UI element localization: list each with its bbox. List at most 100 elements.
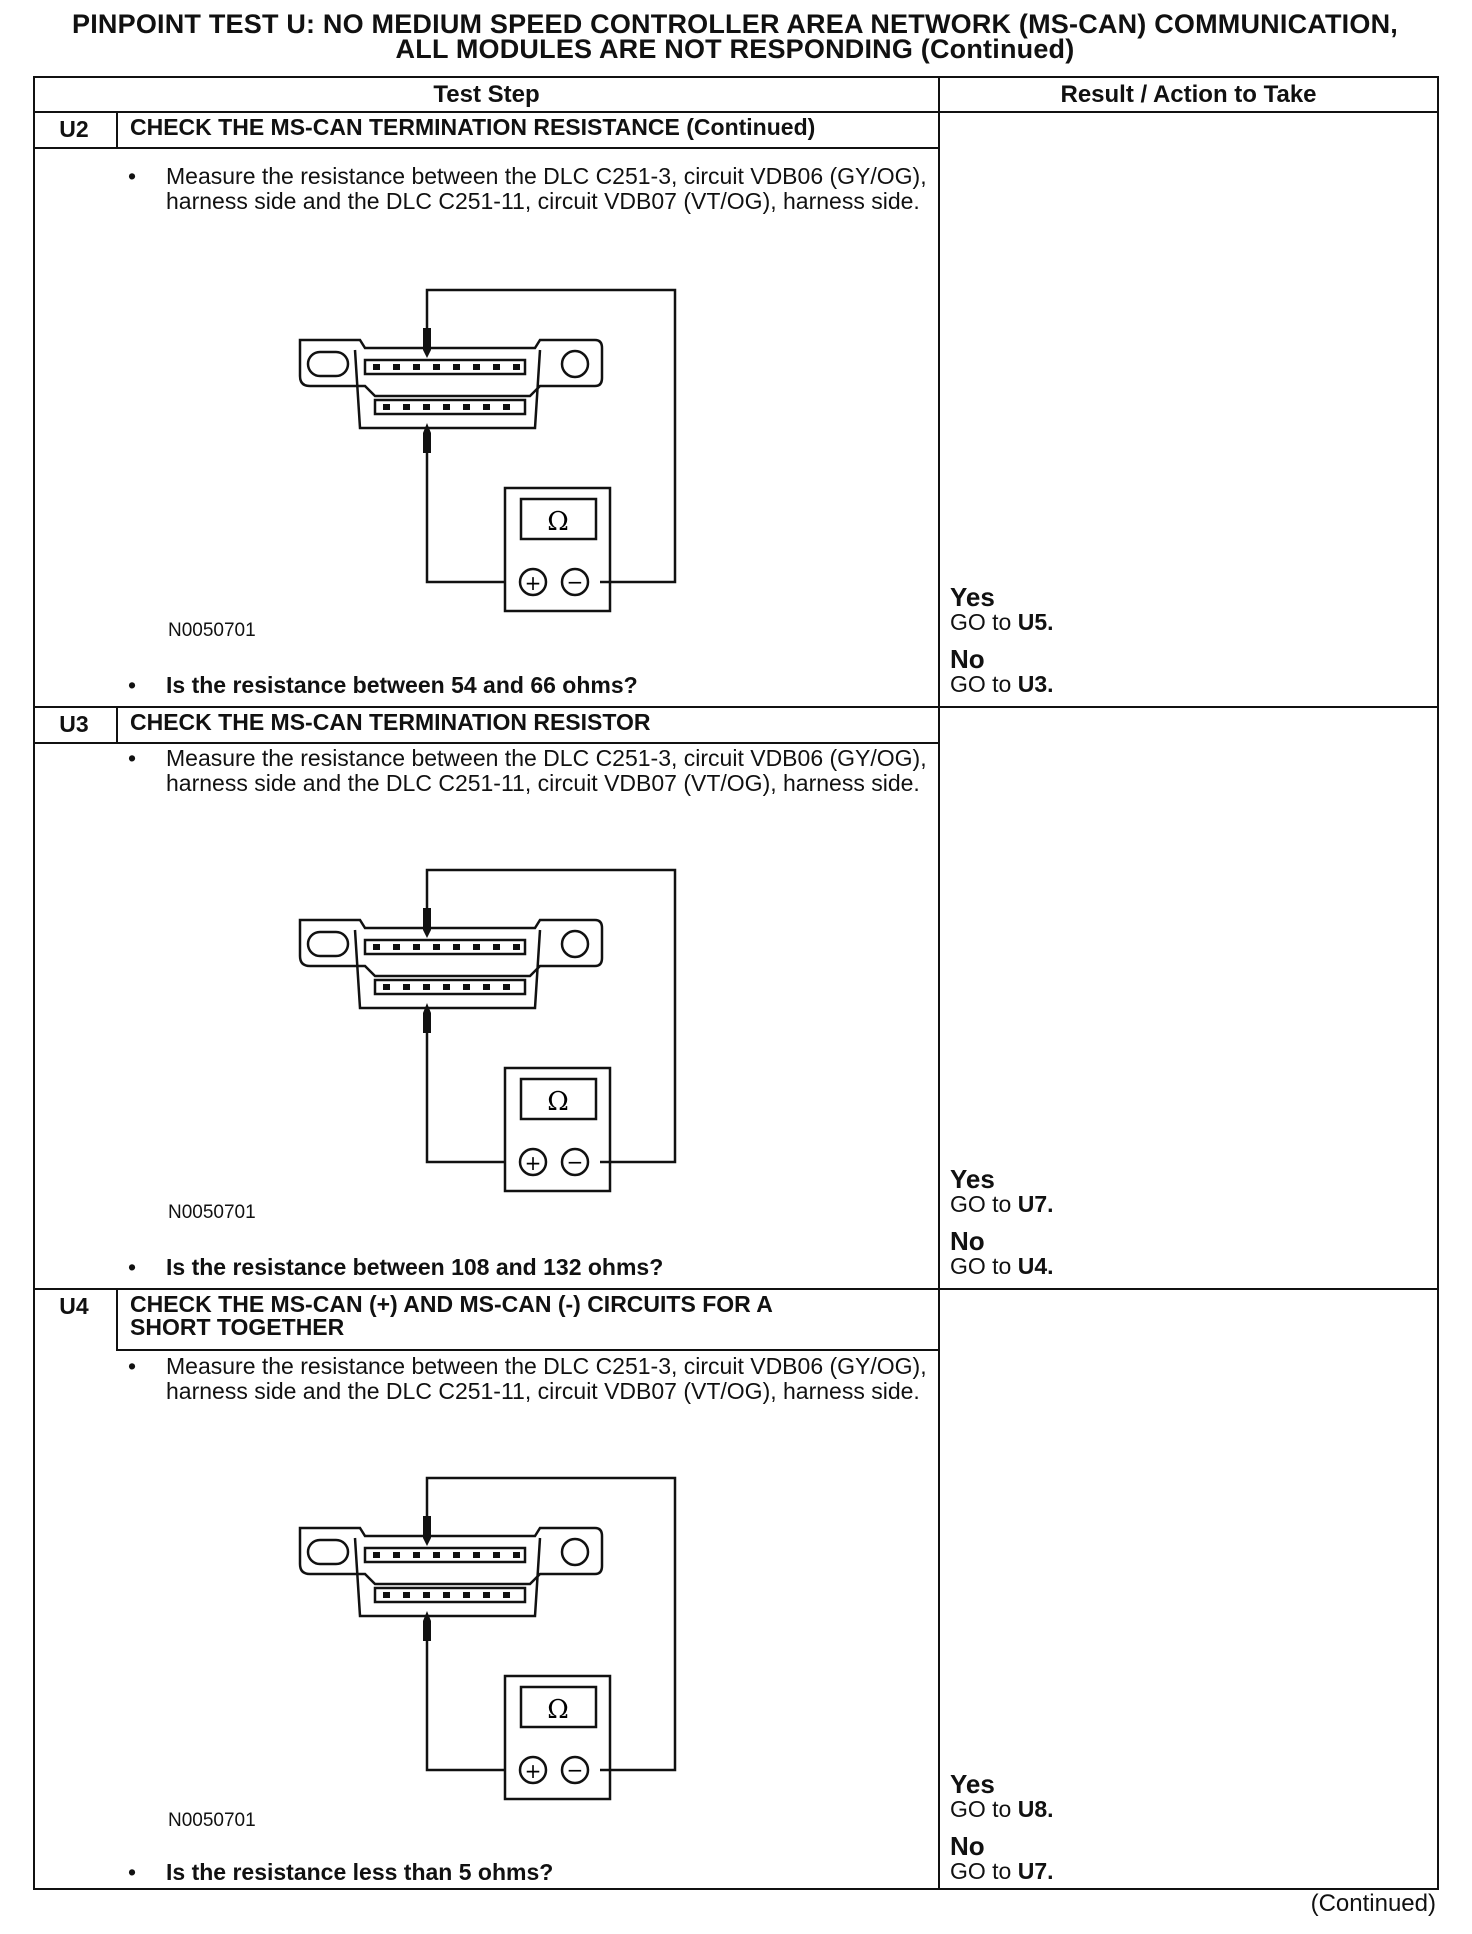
no-target: U4.	[1017, 1253, 1054, 1279]
ohmmeter-body	[503, 486, 612, 613]
step-title-rule	[33, 147, 939, 149]
minus-symbol: −	[567, 1758, 584, 1782]
header-test-step: Test Step	[433, 81, 540, 108]
ohm-symbol: Ω	[547, 507, 569, 537]
dlc-connector-body	[298, 1526, 604, 1586]
ohmmeter-minus-jack	[560, 567, 590, 597]
continued-label: (Continued)	[1310, 1890, 1436, 1917]
step-result: Yes GO to U5. No GO to U3.	[950, 584, 1410, 709]
no-label: No	[950, 1226, 985, 1256]
ohm-symbol: Ω	[547, 1695, 569, 1725]
mount-hole	[560, 929, 590, 959]
dlc-connector-trapezoid	[353, 929, 542, 1010]
yes-target: U8.	[1017, 1796, 1054, 1822]
minus-symbol: −	[567, 1150, 584, 1174]
step-id: U2	[59, 116, 89, 142]
mount-hole	[560, 1537, 590, 1567]
question-text: Is the resistance between 108 and 132 oh…	[166, 1254, 664, 1280]
minus-symbol: −	[567, 570, 584, 594]
probe-bottom	[423, 423, 431, 453]
dlc-connector-body	[298, 918, 604, 978]
lower-pin-row	[373, 398, 527, 416]
ohmmeter-plus-jack	[518, 1755, 548, 1785]
step-title: CHECK THE MS-CAN TERMINATION RESISTOR	[130, 711, 930, 734]
step-result: Yes GO to U8. No GO to U7.	[950, 1771, 1410, 1896]
no-target: U7.	[1017, 1858, 1054, 1884]
ohmmeter-plus-jack	[518, 567, 548, 597]
yes-label: Yes	[950, 1164, 995, 1194]
step-title-line1: CHECK THE MS-CAN TERMINATION RESISTANCE …	[130, 114, 816, 140]
question-text: Is the resistance less than 5 ohms?	[166, 1859, 554, 1885]
step-title-line1: CHECK THE MS-CAN TERMINATION RESISTOR	[130, 709, 651, 735]
ohmmeter-display	[519, 497, 598, 541]
dlc-resistance-diagram: Ω + −	[298, 1476, 677, 1801]
step-id-divider	[116, 706, 118, 743]
yes-action[interactable]: GO to U5.	[950, 609, 1054, 635]
page-title: PINPOINT TEST U: NO MEDIUM SPEED CONTROL…	[30, 11, 1440, 63]
no-action[interactable]: GO to U4.	[950, 1253, 1054, 1279]
probe-top	[423, 328, 431, 358]
step-title: CHECK THE MS-CAN (+) AND MS-CAN (-) CIRC…	[130, 1293, 930, 1339]
yes-action[interactable]: GO to U8.	[950, 1796, 1054, 1822]
step-separator	[33, 1288, 1439, 1290]
probe-top	[423, 1516, 431, 1546]
lower-pin-row	[373, 1586, 527, 1604]
step-separator	[33, 706, 1439, 708]
bullet-icon: •	[128, 745, 137, 771]
ohmmeter-body	[503, 1674, 612, 1801]
header-result-action: Result / Action to Take	[1060, 81, 1317, 108]
step-title-rule	[116, 1349, 939, 1351]
question-text: Is the resistance between 54 and 66 ohms…	[166, 672, 638, 698]
ohmmeter-minus-jack	[560, 1755, 590, 1785]
pinpoint-table	[33, 76, 1439, 1890]
mount-slot	[306, 350, 350, 378]
plus-symbol: +	[525, 571, 542, 595]
ohmmeter-display	[519, 1685, 598, 1729]
wire-top	[425, 288, 677, 584]
header-rule	[33, 111, 1439, 113]
instruction-text: Measure the resistance between the DLC C…	[166, 163, 927, 214]
instruction-text: Measure the resistance between the DLC C…	[166, 1353, 927, 1404]
no-target: U3.	[1017, 671, 1054, 697]
bullet-icon: •	[128, 1353, 137, 1379]
wire-top	[425, 868, 677, 1164]
ohmmeter-minus-jack	[560, 1147, 590, 1177]
yes-action[interactable]: GO to U7.	[950, 1191, 1054, 1217]
step-id: U4	[59, 1293, 89, 1319]
upper-pin-row	[363, 358, 527, 376]
probe-top	[423, 908, 431, 938]
ohm-symbol: Ω	[547, 1087, 569, 1117]
plus-symbol: +	[525, 1151, 542, 1175]
mount-slot	[306, 930, 350, 958]
no-action[interactable]: GO to U3.	[950, 671, 1054, 697]
no-action[interactable]: GO to U7.	[950, 1858, 1054, 1884]
figure-id: N0050701	[168, 1810, 256, 1831]
probe-bottom	[423, 1003, 431, 1033]
no-label: No	[950, 1831, 985, 1861]
step-title-rule	[33, 742, 939, 744]
bullet-icon: •	[128, 1254, 137, 1280]
wire-bottom	[425, 453, 505, 584]
mount-slot	[306, 1538, 350, 1566]
bullet-icon: •	[128, 163, 137, 189]
probe-bottom	[423, 1611, 431, 1641]
column-divider	[938, 76, 940, 1890]
bullet-icon: •	[128, 1859, 137, 1885]
ohmmeter-display	[519, 1077, 598, 1121]
wire-top	[425, 1476, 677, 1772]
dlc-resistance-diagram: Ω + −	[298, 288, 677, 613]
figure-id: N0050701	[168, 1202, 256, 1223]
wire-bottom	[425, 1033, 505, 1164]
wire-bottom	[425, 1641, 505, 1772]
instruction-text: Measure the resistance between the DLC C…	[166, 745, 927, 796]
plus-symbol: +	[525, 1759, 542, 1783]
mount-hole	[560, 349, 590, 379]
bullet-icon: •	[128, 672, 137, 698]
yes-target: U7.	[1017, 1191, 1054, 1217]
ohmmeter-body	[503, 1066, 612, 1193]
dlc-resistance-diagram: Ω + −	[298, 868, 677, 1193]
no-label: No	[950, 644, 985, 674]
figure-id: N0050701	[168, 620, 256, 641]
step-result: Yes GO to U7. No GO to U4.	[950, 1164, 1410, 1291]
dlc-connector-trapezoid	[353, 1537, 542, 1618]
